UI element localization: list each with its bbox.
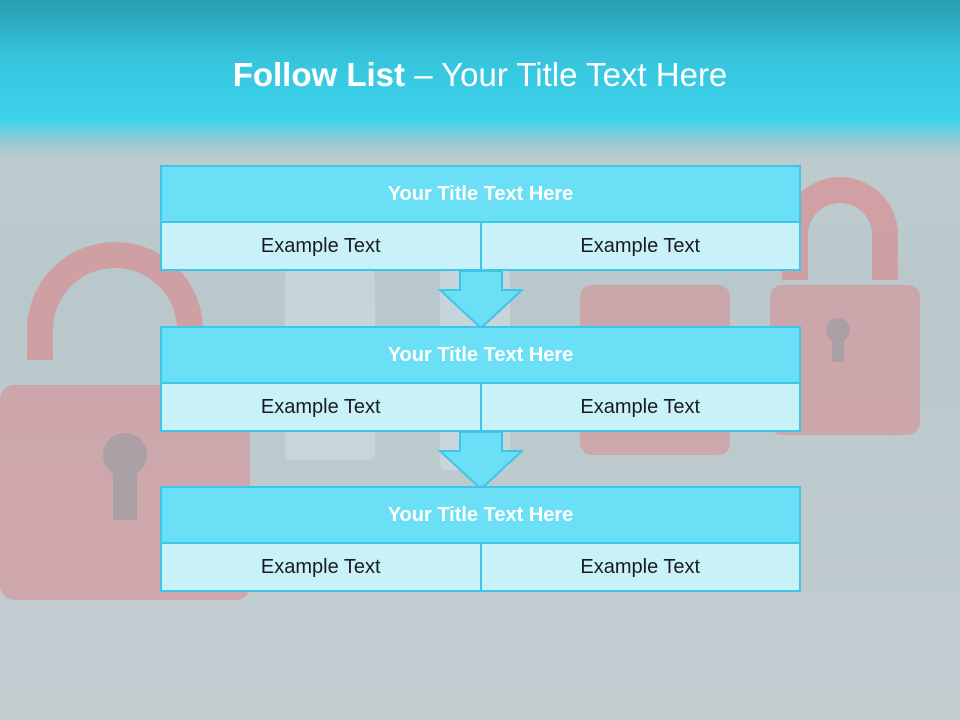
list-step-2: Your Title Text Here Example Text Exampl… [160,326,801,432]
slide-title-rest: – Your Title Text Here [405,56,728,93]
step-title: Your Title Text Here [162,328,799,384]
padlock-body-right [770,285,920,435]
step-right-text: Example Text [479,544,799,590]
open-padlock-icon [27,242,203,370]
step-right-text: Example Text [479,223,799,269]
step-title: Your Title Text Here [162,167,799,223]
step-left-text: Example Text [162,384,480,430]
step-title: Your Title Text Here [162,488,799,544]
down-arrow-icon [438,270,524,330]
list-step-3: Your Title Text Here Example Text Exampl… [160,486,801,592]
slide-title-bold: Follow List [232,56,406,93]
step-left-text: Example Text [162,223,480,269]
list-step-1: Your Title Text Here Example Text Exampl… [160,165,801,271]
slide-title: Follow List – Your Title Text Here [0,52,960,98]
down-arrow-icon [438,431,524,491]
header-band [0,0,960,160]
padlock-icon [782,177,898,280]
step-left-text: Example Text [162,544,480,590]
step-right-text: Example Text [479,384,799,430]
